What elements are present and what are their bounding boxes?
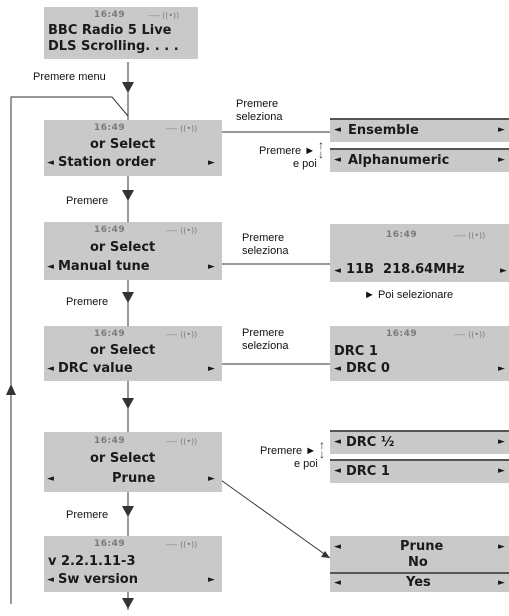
right-arrow-icon: ► xyxy=(500,266,507,276)
right-arrow-icon: ► xyxy=(498,125,505,135)
menu-item-label: Manual tune xyxy=(58,259,150,274)
station-name: BBC Radio 5 Live xyxy=(48,23,172,38)
signal-icon: ---- ((•)) xyxy=(166,437,198,446)
caption-premere-seleziona: Premere seleziona xyxy=(236,98,283,123)
lcd-screen-frequency: 16:49 ---- ((•)) ◄ 11B 218.64MHz ► xyxy=(330,224,509,282)
lcd-screen-drc: 16:49 ---- ((•)) DRC 1 ◄ DRC 0 ► xyxy=(330,326,509,381)
option-list-border xyxy=(330,430,509,432)
right-arrow-icon: ► xyxy=(208,575,215,585)
option-list-border xyxy=(330,148,509,150)
caption-premere: Premere xyxy=(66,195,109,207)
lcd-screen-now-playing: 16:49 ---- ((•)) BBC Radio 5 Live DLS Sc… xyxy=(44,7,198,59)
or-select-text: or Select xyxy=(90,451,156,466)
signal-icon: ---- ((•)) xyxy=(166,124,198,133)
option-label: Alphanumeric xyxy=(348,153,450,168)
lcd-option-drc-1: ◄ DRC 1 ► xyxy=(330,461,509,483)
lcd-option-ensemble: ◄ Ensemble ► xyxy=(330,120,509,142)
clock-text: 16:49 xyxy=(386,230,418,240)
left-arrow-icon: ◄ xyxy=(47,364,54,374)
right-arrow-icon: ► xyxy=(208,158,215,168)
lcd-screen-sw-version: 16:49 ---- ((•)) v 2.2.1.11-3 ◄ Sw versi… xyxy=(44,536,222,592)
right-arrow-icon: ► xyxy=(498,437,505,447)
caption-premere: Premere xyxy=(66,509,109,521)
prune-title: Prune xyxy=(400,539,444,554)
drc-option: DRC 0 xyxy=(346,361,390,376)
right-arrow-icon: ► xyxy=(498,155,505,165)
option-list-border xyxy=(330,118,509,120)
clock-text: 16:49 xyxy=(94,123,126,133)
prune-yes: Yes xyxy=(406,575,431,590)
signal-icon: ---- ((•)) xyxy=(148,11,180,20)
signal-icon: ---- ((•)) xyxy=(166,540,198,549)
or-select-text: or Select xyxy=(90,343,156,358)
right-arrow-icon: ► xyxy=(208,364,215,374)
option-list-border xyxy=(330,459,509,461)
caption-premere-menu: Premere menu xyxy=(33,71,106,83)
frequency-value: 11B 218.64MHz xyxy=(346,262,465,277)
drc-current: DRC 1 xyxy=(334,344,378,359)
option-label: DRC ½ xyxy=(346,435,395,450)
left-arrow-icon: ◄ xyxy=(334,466,341,476)
lcd-screen-prune: 16:49 ---- ((•)) or Select ◄ Prune ► xyxy=(44,432,222,492)
option-label: Ensemble xyxy=(348,123,419,138)
left-arrow-icon: ◄ xyxy=(47,158,54,168)
left-arrow-icon: ◄ xyxy=(334,542,341,552)
signal-icon: ---- ((•)) xyxy=(166,226,198,235)
left-arrow-icon: ◄ xyxy=(47,262,54,272)
caption-poi-selezionare: ► Poi selezionare xyxy=(364,289,454,301)
signal-icon: ---- ((•)) xyxy=(454,231,486,240)
clock-text: 16:49 xyxy=(94,436,126,446)
right-arrow-icon: ► xyxy=(498,542,505,552)
up-down-arrow-icon: ↑↓ xyxy=(319,438,325,461)
lcd-option-alphanumeric: ◄ Alphanumeric ► xyxy=(330,150,509,172)
caption-premere-seleziona: Premere seleziona xyxy=(242,327,289,352)
lcd-screen-prune-confirm: ◄ Prune ► No ◄ Yes ► xyxy=(330,536,509,592)
prune-no: No xyxy=(408,555,428,570)
right-arrow-icon: ► xyxy=(208,474,215,484)
lcd-screen-station-order: 16:49 ---- ((•)) or Select ◄ Station ord… xyxy=(44,120,222,176)
clock-text: 16:49 xyxy=(386,329,418,339)
up-down-arrow-icon: ↑↓ xyxy=(318,138,324,161)
left-arrow-icon: ◄ xyxy=(334,125,341,135)
caption-premere-arrow: Premere ► xyxy=(259,145,316,157)
or-select-text: or Select xyxy=(90,137,156,152)
right-arrow-icon: ► xyxy=(208,262,215,272)
option-divider xyxy=(330,572,509,574)
version-text: v 2.2.1.11-3 xyxy=(48,554,136,569)
caption-premere-arrow: Premere ► xyxy=(260,445,317,457)
left-arrow-icon: ◄ xyxy=(47,575,54,585)
left-arrow-icon: ◄ xyxy=(47,474,54,484)
menu-item-label: Station order xyxy=(58,155,156,170)
left-arrow-icon: ◄ xyxy=(334,437,341,447)
left-arrow-icon: ◄ xyxy=(334,266,341,276)
dls-text: DLS Scrolling. . . . xyxy=(48,39,179,54)
signal-icon: ---- ((•)) xyxy=(454,330,486,339)
lcd-screen-drc-value: 16:49 ---- ((•)) or Select ◄ DRC value ► xyxy=(44,326,222,381)
or-select-text: or Select xyxy=(90,240,156,255)
option-label: DRC 1 xyxy=(346,464,390,479)
caption-premere: Premere xyxy=(66,296,109,308)
caption-premere-seleziona: Premere seleziona xyxy=(242,232,289,257)
right-arrow-icon: ► xyxy=(498,578,505,588)
menu-item-label: Sw version xyxy=(58,572,138,587)
left-arrow-icon: ◄ xyxy=(334,578,341,588)
clock-text: 16:49 xyxy=(94,10,126,20)
right-arrow-icon: ► xyxy=(498,466,505,476)
left-arrow-icon: ◄ xyxy=(334,155,341,165)
lcd-screen-manual-tune: 16:49 ---- ((•)) or Select ◄ Manual tune… xyxy=(44,222,222,280)
signal-icon: ---- ((•)) xyxy=(166,330,198,339)
clock-text: 16:49 xyxy=(94,539,126,549)
right-arrow-icon: ► xyxy=(498,364,505,374)
left-arrow-icon: ◄ xyxy=(334,364,341,374)
menu-item-label: DRC value xyxy=(58,361,133,376)
clock-text: 16:49 xyxy=(94,329,126,339)
caption-e-poi: e poi xyxy=(294,458,318,470)
lcd-option-drc-half: ◄ DRC ½ ► xyxy=(330,432,509,454)
clock-text: 16:49 xyxy=(94,225,126,235)
menu-item-label: Prune xyxy=(112,471,156,486)
caption-e-poi: e poi xyxy=(293,158,317,170)
